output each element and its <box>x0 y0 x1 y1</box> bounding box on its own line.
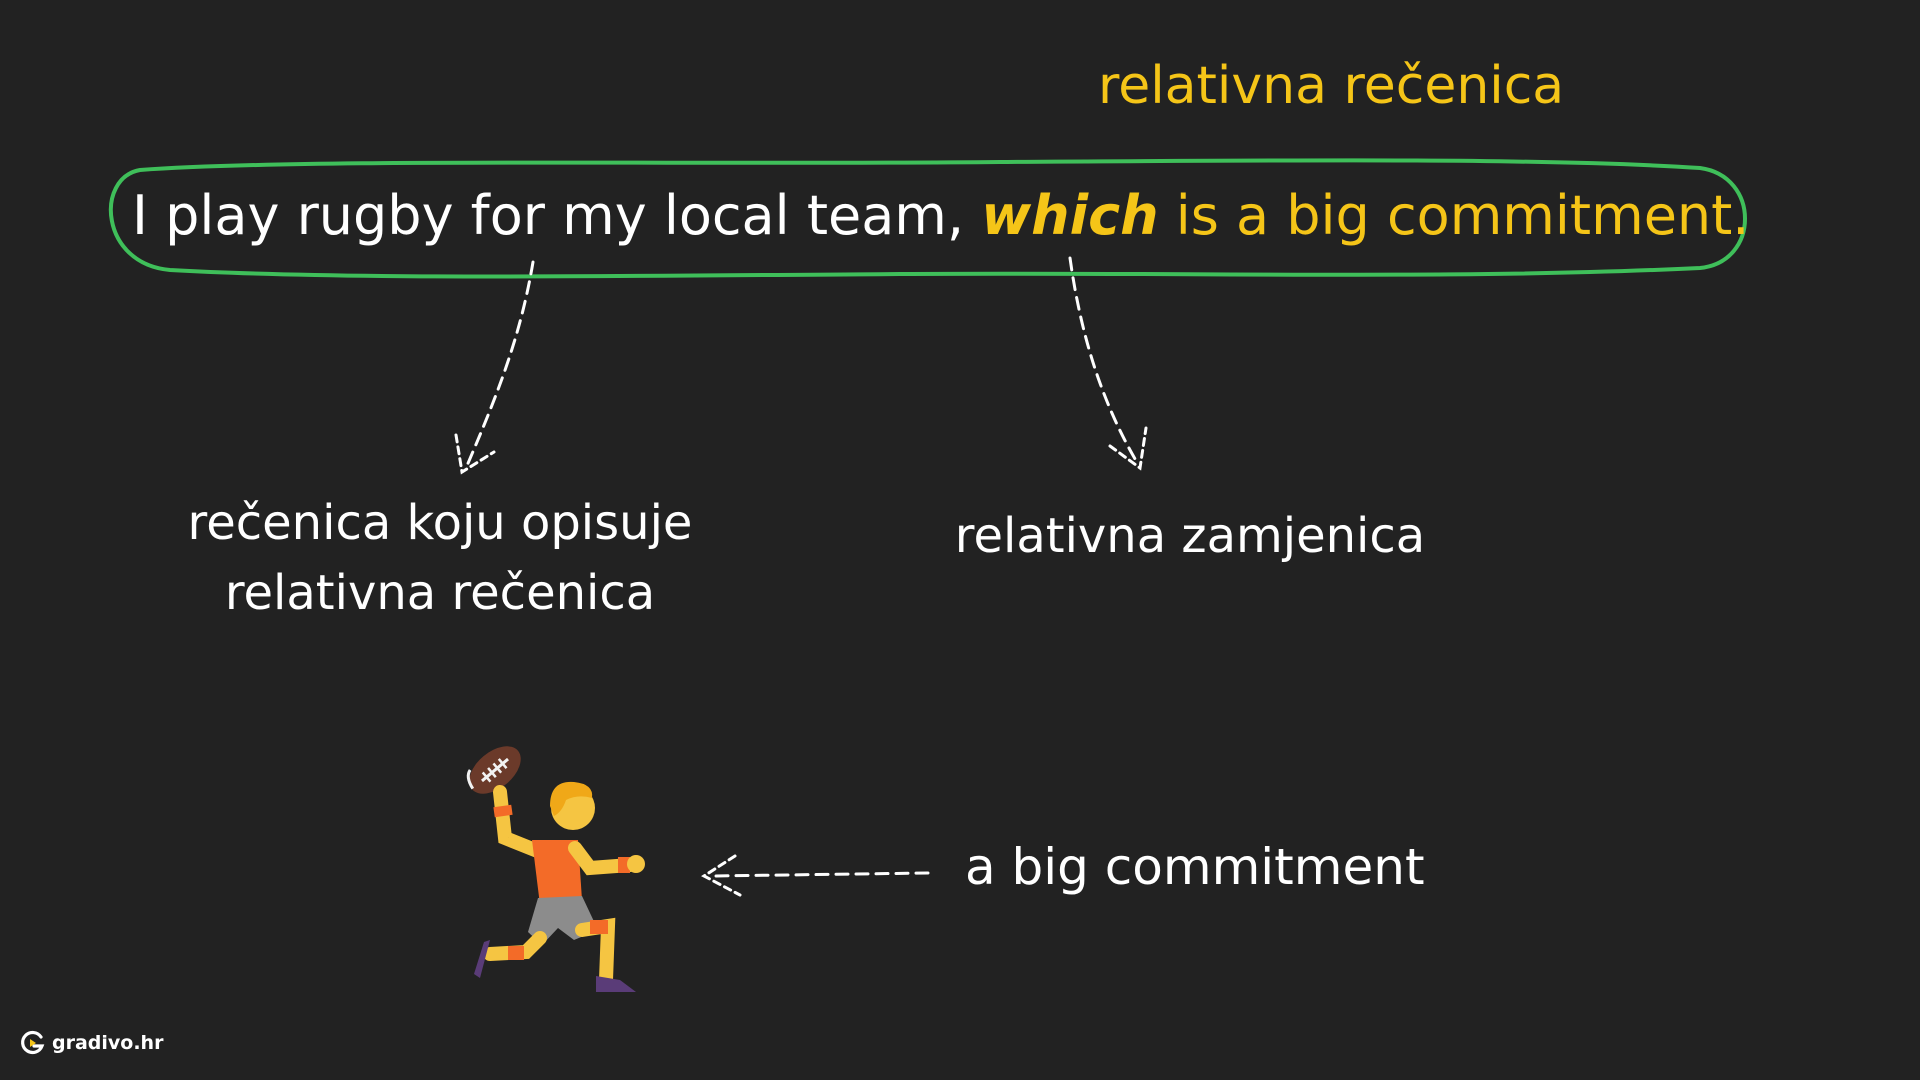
sentence-relative-clause: is a big commitment. <box>1158 184 1750 247</box>
gradivo-logo-icon <box>21 1030 45 1055</box>
arrow-to-left-label <box>454 260 535 475</box>
relative-clause-heading: relativna rečenica <box>1098 56 1565 116</box>
label-described-clause-line1: rečenica koju opisuje <box>187 495 693 551</box>
logo-text: gradivo.hr <box>52 1032 164 1054</box>
relative-pronoun: which <box>981 184 1159 247</box>
label-relative-pronoun: relativna zamjenica <box>954 508 1426 564</box>
example-sentence: I play rugby for my local team, which is… <box>132 184 1749 247</box>
sentence-main-clause: I play rugby for my local team, <box>132 184 982 247</box>
gradivo-logo[interactable]: gradivo.hr <box>20 1030 163 1056</box>
rugby-player-icon <box>466 746 645 992</box>
label-described-clause-line2: relativna rečenica <box>224 565 656 621</box>
label-big-commitment: a big commitment <box>965 838 1425 896</box>
arrow-to-player <box>701 854 930 897</box>
sentence-outline <box>108 158 1747 279</box>
arrow-to-right-label <box>1068 256 1148 471</box>
label-described-clause: rečenica koju opisuje relativna rečenica <box>150 488 730 628</box>
